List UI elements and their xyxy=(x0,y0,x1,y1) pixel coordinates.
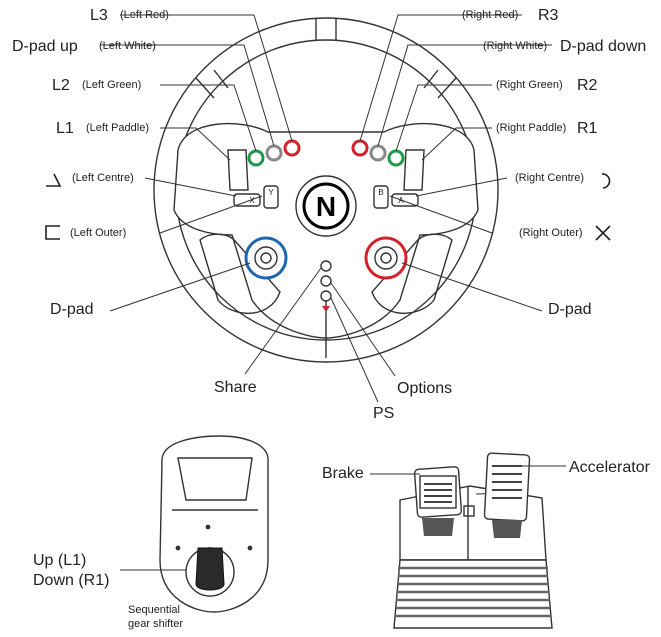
label-dpad-up-sub: (Left White) xyxy=(99,40,156,52)
y-button[interactable] xyxy=(263,185,279,209)
label-l1-sub: (Left Paddle) xyxy=(86,122,149,134)
cross-icon xyxy=(595,225,611,241)
label-dpad-down-sub: (Right White) xyxy=(483,40,547,52)
label-dpad-up: D-pad up xyxy=(12,38,78,55)
wheel-centre-body xyxy=(173,122,479,339)
label-r3-sub: (Right Red) xyxy=(462,9,518,21)
left-grip-pad xyxy=(199,233,281,314)
label-l3-sub: (Left Red) xyxy=(120,9,169,21)
shifter-caption-line2: gear shifter xyxy=(128,618,183,630)
x-button-label: X xyxy=(249,196,255,205)
steering-wheel: Y X B A N xyxy=(153,17,499,363)
left-joystick-ring[interactable] xyxy=(244,236,288,280)
square-icon xyxy=(45,225,60,240)
label-dpad-left: D-pad xyxy=(50,301,94,318)
accelerator-pedal[interactable] xyxy=(483,452,531,522)
label-shift-down: Down (R1) xyxy=(33,572,109,589)
brake-pedal[interactable] xyxy=(413,466,463,518)
right-joystick-ring[interactable] xyxy=(364,236,408,280)
right-paddle[interactable] xyxy=(403,149,425,191)
shifter-screw-left xyxy=(175,545,181,551)
shifter-caption-line1: Sequential xyxy=(128,604,180,616)
wheel-outer-rim xyxy=(153,17,499,363)
left-joystick-cap xyxy=(260,252,272,264)
logo-inner-ring xyxy=(302,182,350,230)
label-r3: R3 xyxy=(538,7,559,24)
ps-indicator-icon xyxy=(322,306,330,312)
b-button-label: B xyxy=(378,188,383,197)
wheel-grip-ridges xyxy=(195,69,457,99)
brake-pedal-treads xyxy=(424,483,452,503)
label-r2: R2 xyxy=(577,77,598,94)
wheel-leader-lines xyxy=(100,14,552,403)
triangle-icon xyxy=(46,173,62,187)
label-l2: L2 xyxy=(52,77,70,94)
label-r2-sub: (Right Green) xyxy=(496,79,563,91)
label-dpad-down: D-pad down xyxy=(560,38,646,55)
label-l3: L3 xyxy=(90,7,108,24)
label-l1: L1 xyxy=(56,120,74,137)
wheel-top-marker xyxy=(315,19,337,41)
circle-icon xyxy=(601,173,611,189)
ps-button[interactable] xyxy=(320,290,332,302)
x-button[interactable] xyxy=(233,193,261,207)
label-r1-sub: (Right Paddle) xyxy=(496,122,566,134)
shifter-knob[interactable] xyxy=(195,547,225,591)
label-accelerator: Accelerator xyxy=(569,459,651,476)
share-button[interactable] xyxy=(320,260,332,272)
wheel-labels-left: L3 (Left Red) D-pad up (Left White) L2 (… xyxy=(12,7,169,318)
shifter-screw-right xyxy=(247,545,253,551)
label-options: Options xyxy=(397,380,452,397)
right-joystick[interactable] xyxy=(374,246,398,270)
label-share: Share xyxy=(214,379,257,396)
label-left-outer: (Left Outer) xyxy=(70,227,126,239)
label-right-outer: (Right Outer) xyxy=(519,227,583,239)
pedal-set xyxy=(370,452,566,629)
shifter-window xyxy=(177,457,253,501)
right-joystick-cap xyxy=(380,252,392,264)
label-brake: Brake xyxy=(322,465,364,482)
accelerator-pedal-arm xyxy=(492,520,522,538)
label-r1: R1 xyxy=(577,120,598,137)
y-button-label: Y xyxy=(268,188,274,197)
label-right-centre: (Right Centre) xyxy=(515,172,584,184)
pedal-base-ribs xyxy=(395,566,551,618)
label-l2-sub: (Left Green) xyxy=(82,79,141,91)
right-grip-pad xyxy=(371,233,453,314)
brake-pedal-arm xyxy=(422,518,454,536)
wheel-labels-right: (Right Red) R3 (Right White) D-pad down … xyxy=(462,7,646,318)
gear-shifter xyxy=(120,435,269,613)
b-button[interactable] xyxy=(373,185,389,209)
left-paddle[interactable] xyxy=(227,149,249,191)
shifter-screw-top xyxy=(205,524,211,530)
a-button[interactable] xyxy=(391,193,419,207)
label-dpad-right: D-pad xyxy=(548,301,592,318)
options-button[interactable] xyxy=(320,275,332,287)
label-shift-up: Up (L1) xyxy=(33,552,86,569)
pedal-spring-box xyxy=(463,505,475,517)
logo-outer-ring xyxy=(295,175,357,237)
brake-pedal-grip xyxy=(419,475,457,509)
left-joystick[interactable] xyxy=(254,246,278,270)
label-left-centre: (Left Centre) xyxy=(72,172,134,184)
label-ps: PS xyxy=(373,405,394,422)
pedal-base xyxy=(393,559,553,629)
accelerator-pedal-treads xyxy=(492,465,522,499)
shifter-body xyxy=(159,435,269,613)
wheel-logo: N xyxy=(316,191,336,222)
